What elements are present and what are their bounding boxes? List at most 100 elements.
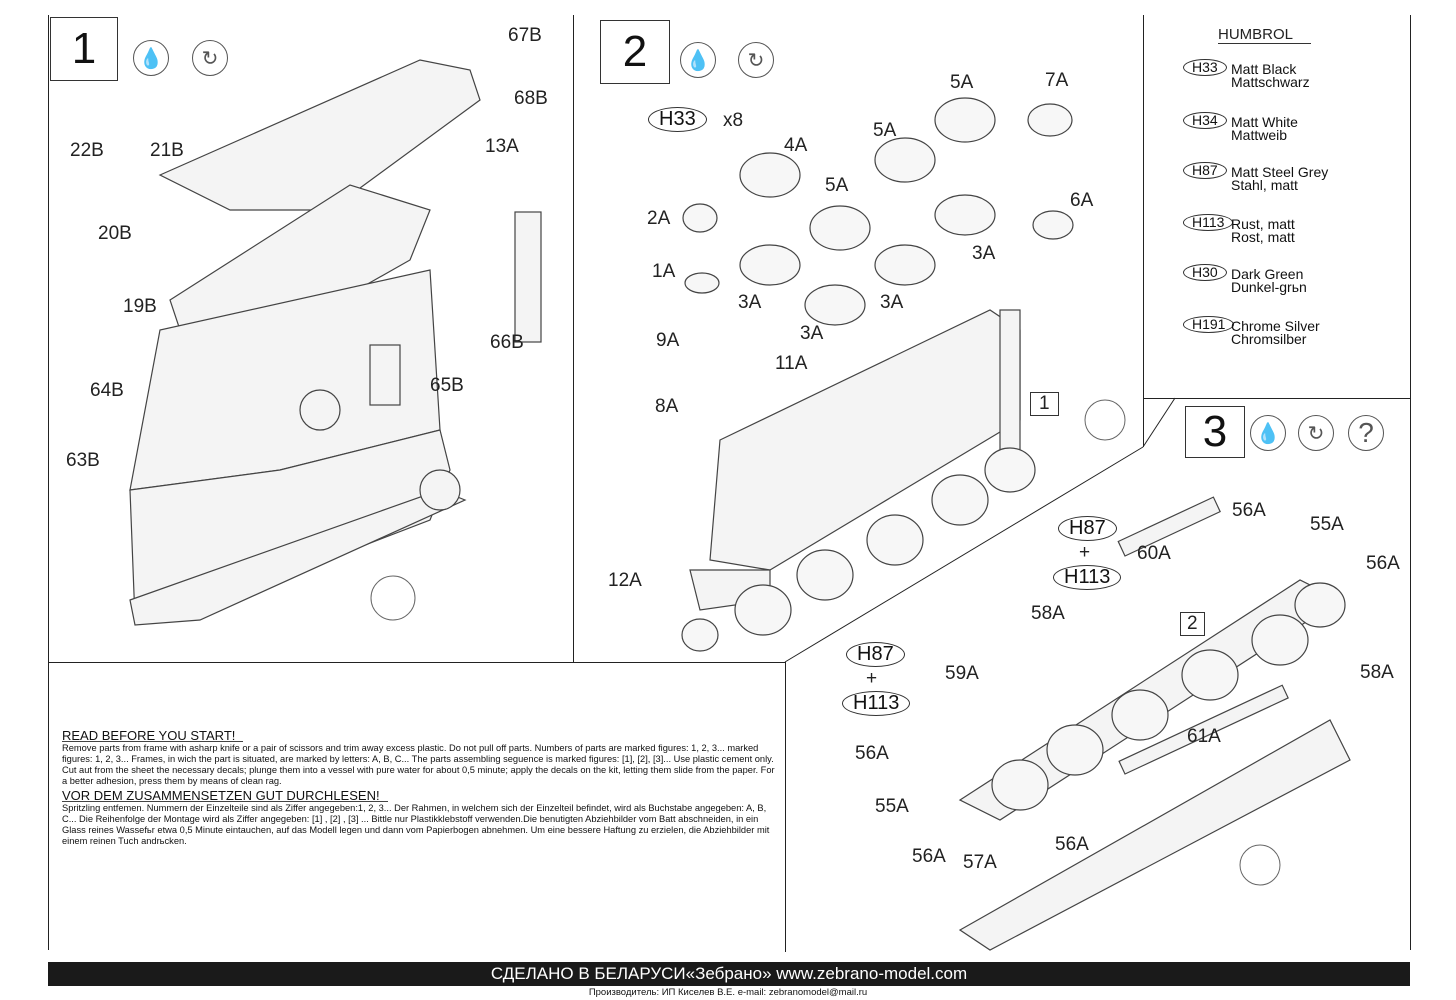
step1-hull xyxy=(129,59,542,626)
part-label: 56A xyxy=(1232,500,1266,521)
paint-mark-h87: H87 xyxy=(1058,516,1117,541)
divider xyxy=(1410,15,1411,950)
divider xyxy=(48,15,49,950)
part-label: 7A xyxy=(1045,70,1069,91)
divider xyxy=(1143,398,1410,399)
rotate-view-icon: ↻ xyxy=(738,42,774,78)
de-title: VOR DEM ZUSAMMENSETZEN GUT DURCHLESEN! xyxy=(62,789,388,802)
step3-wheels xyxy=(991,582,1346,811)
step-2-number: 2 xyxy=(600,20,670,84)
part-label: 60A xyxy=(1137,543,1171,564)
paint-mark-h87: H87 xyxy=(846,642,905,667)
paint-code: H33 xyxy=(1183,59,1227,76)
en-paragraph: Remove parts from frame with asharp knif… xyxy=(62,743,774,764)
paint-mark-h113: H113 xyxy=(1053,565,1122,590)
paint-name-en: Matt White xyxy=(1231,114,1298,130)
part-label: 3A xyxy=(972,243,996,264)
part-label: 20B xyxy=(98,223,132,244)
step2-hull xyxy=(689,309,1021,611)
part-label: 56A xyxy=(855,743,889,764)
part-label: 55A xyxy=(1310,514,1344,535)
plus-sign: + xyxy=(1079,542,1091,563)
part-label: x8 xyxy=(723,110,744,131)
paint-name-de: Stahl, matt xyxy=(1231,177,1298,193)
part-label: 61A xyxy=(1187,726,1221,747)
rotate-sprue-icon xyxy=(1084,399,1126,441)
footer-maker: Производитель: ИП Киселев В.Е. e-mail: z… xyxy=(0,987,1456,998)
part-label: 22B xyxy=(70,140,104,161)
paint-name-en: Rust, matt xyxy=(1231,216,1295,232)
part-label: 59A xyxy=(945,663,979,684)
footer-banner: СДЕЛАНО В БЕЛАРУСИ«Зебрано» www.zebrano-… xyxy=(48,962,1410,986)
maker-email: e-mail: zebranomodel@mail.ru xyxy=(737,987,868,998)
part-label: 6A xyxy=(1070,190,1094,211)
maker-name: Производитель: ИП Киселев В.Е. xyxy=(588,987,736,998)
paint-code: H34 xyxy=(1183,112,1227,129)
rotate-sprue-icon xyxy=(1239,844,1281,886)
part-label: 67B xyxy=(508,25,542,46)
paint-code: H30 xyxy=(1183,264,1227,281)
paint-name-en: Dark Green xyxy=(1231,266,1304,282)
part-label: 19B xyxy=(123,296,157,317)
paint-name-de: Dunkel-grьn xyxy=(1231,279,1307,295)
step-1-number: 1 xyxy=(50,17,118,81)
rotate-view-icon: ↻ xyxy=(192,40,228,76)
part-label: 1A xyxy=(652,261,676,282)
en-paragraph: Cut aut from the sheet the necessary dec… xyxy=(62,765,775,786)
rotate-sprue-icon xyxy=(370,575,416,621)
divider xyxy=(573,15,574,662)
paint-name-en: Matt Black xyxy=(1231,61,1297,77)
part-label: 2A xyxy=(647,208,671,229)
instructions-text: READ BEFORE YOU START! Remove parts from… xyxy=(62,729,777,847)
divider xyxy=(48,662,785,663)
part-label: 68B xyxy=(514,88,548,109)
part-label: 11A xyxy=(775,353,808,374)
paint-code: H113 xyxy=(1183,214,1234,231)
paint-name-en: Matt Steel Grey xyxy=(1231,164,1329,180)
part-label: 57A xyxy=(963,852,997,873)
part-label: 9A xyxy=(656,330,680,351)
paint-name-de: Chromsilber xyxy=(1231,331,1307,347)
de-paragraph: Spritzling entfemen. Nummern der Einzelt… xyxy=(62,803,770,846)
part-label: 56A xyxy=(1055,834,1089,855)
divider xyxy=(785,662,786,952)
part-label: 65B xyxy=(430,375,464,396)
part-label: 5A xyxy=(873,120,897,141)
question-icon: ? xyxy=(1348,415,1384,451)
step-3-number: 3 xyxy=(1185,406,1245,458)
part-label: 58A xyxy=(1360,662,1394,683)
glue-drop-icon: 💧 xyxy=(133,40,169,76)
part-label: 66B xyxy=(490,332,524,353)
part-label: 8A xyxy=(655,396,679,417)
part-label: 64B xyxy=(90,380,124,401)
part-label: 4A xyxy=(784,135,808,156)
part-label: 13A xyxy=(485,136,519,157)
divider xyxy=(1143,15,1144,447)
part-label: 3A xyxy=(738,292,762,313)
paint-mark-h113: H113 xyxy=(842,691,911,716)
humbrol-title: HUMBROL xyxy=(1218,26,1312,44)
part-label: 56A xyxy=(1366,553,1400,574)
paint-mark-h33: H33 xyxy=(648,107,707,132)
part-label: 58A xyxy=(1031,603,1065,624)
part-label: 21B xyxy=(150,140,184,161)
part-label: 3A xyxy=(800,323,824,344)
en-title: READ BEFORE YOU START! xyxy=(62,729,244,742)
paint-code: H87 xyxy=(1183,162,1227,179)
part-label: 3A xyxy=(880,292,904,313)
part-label: 1 xyxy=(1030,392,1059,416)
glue-drop-icon: 💧 xyxy=(1250,415,1286,451)
part-label: 12A xyxy=(608,570,642,591)
part-label: 5A xyxy=(950,72,974,93)
part-label: 56A xyxy=(912,846,946,867)
paint-name-de: Mattweib xyxy=(1231,127,1288,143)
paint-code: H191 xyxy=(1183,316,1235,333)
part-label: 2 xyxy=(1180,612,1205,636)
